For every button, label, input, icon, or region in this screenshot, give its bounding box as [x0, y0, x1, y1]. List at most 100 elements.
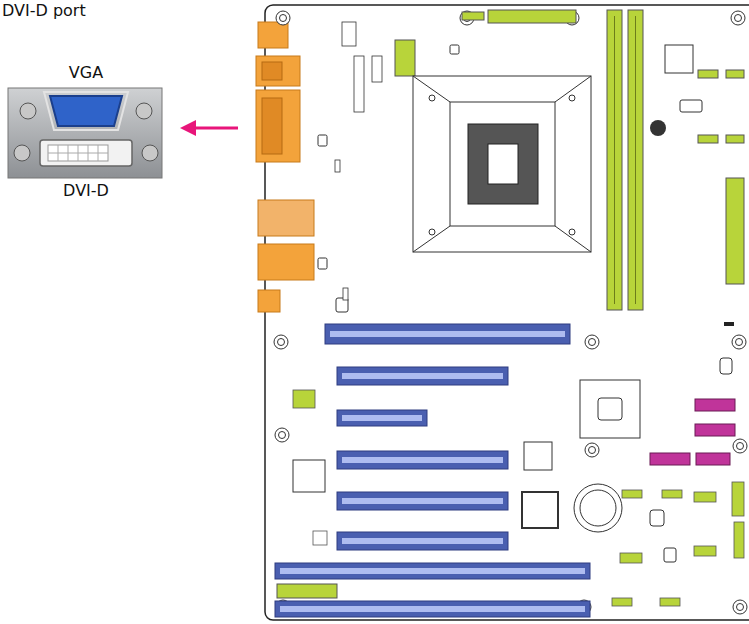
slot-groove	[280, 606, 585, 612]
pcie-x16-slot	[325, 324, 570, 344]
pin-header	[694, 546, 716, 556]
pin-header	[372, 56, 382, 82]
dimm-slot-groove	[614, 16, 615, 304]
io-chip	[665, 45, 693, 73]
sata-port	[696, 453, 730, 465]
dvi-connector	[40, 140, 132, 166]
pin-header	[698, 135, 718, 143]
lan-usb-port	[258, 200, 314, 236]
pcie-slot	[337, 367, 508, 385]
port-photo	[8, 88, 162, 178]
screw	[142, 145, 158, 161]
mount-hole	[280, 15, 287, 22]
lpc-header	[277, 584, 337, 598]
mount-hole	[274, 335, 288, 349]
pin-header	[726, 70, 744, 78]
mount-hole	[275, 428, 289, 442]
slot-groove	[342, 498, 503, 504]
mount-hole	[731, 11, 745, 25]
mount-hole	[585, 443, 599, 457]
section-title: DVI-D port	[2, 2, 86, 20]
dimm-slot	[607, 10, 622, 310]
pin-header	[620, 553, 642, 563]
pin-headers	[293, 390, 744, 606]
pin-header	[354, 56, 364, 112]
port-label: DVI-D	[63, 182, 109, 200]
mount-hole	[589, 447, 596, 454]
photo-panel	[8, 88, 162, 178]
mount-hole	[735, 15, 742, 22]
lan-chip	[524, 442, 552, 470]
dvi-port	[256, 90, 300, 162]
pcie-x1-slot	[337, 410, 427, 426]
battery-inner	[580, 490, 616, 526]
pin-header	[694, 492, 716, 502]
mount-hole	[278, 339, 285, 346]
mount-hole	[733, 439, 747, 453]
component	[450, 45, 459, 54]
pin-header	[726, 178, 744, 284]
dvi-pin-grid	[48, 145, 108, 161]
mount-hole	[276, 11, 290, 25]
mount-hole	[589, 339, 596, 346]
pin-header	[698, 70, 718, 78]
mount-hole	[585, 335, 599, 349]
board-outline	[265, 5, 749, 620]
atx-connector	[488, 10, 576, 23]
dvi-pins	[48, 145, 108, 161]
slot-groove	[342, 415, 422, 421]
arrow-head	[180, 120, 196, 136]
pcie-slot	[337, 492, 508, 510]
vga-port-face	[262, 62, 282, 80]
pin-header	[293, 390, 315, 408]
chipset	[580, 380, 640, 438]
fan-header	[462, 12, 484, 20]
component	[318, 258, 327, 269]
sata-port	[695, 399, 735, 411]
socket-body	[450, 102, 555, 226]
slot-groove	[280, 568, 585, 574]
buzzer	[650, 120, 666, 136]
mount-hole	[733, 600, 747, 614]
pin-header	[662, 490, 682, 498]
slot-groove	[330, 331, 565, 337]
mount-hole	[737, 604, 744, 611]
pci-slot	[275, 601, 590, 617]
pci-slot	[275, 563, 590, 579]
slot-groove	[342, 457, 503, 463]
socket-screw	[569, 95, 575, 101]
pin-header	[612, 598, 632, 606]
dimm-slot-groove	[635, 16, 636, 304]
vga-port	[256, 56, 300, 86]
ps2-port	[258, 22, 288, 48]
screw	[20, 103, 36, 119]
mount-hole	[737, 443, 744, 450]
jumper-group	[335, 22, 382, 300]
component	[720, 358, 732, 374]
port-label: VGA	[69, 64, 103, 82]
pcie-slot	[337, 532, 508, 550]
component	[680, 100, 702, 112]
dimm-slot	[628, 10, 643, 310]
audio-port	[258, 290, 280, 312]
screw	[14, 145, 30, 161]
socket-pins	[468, 124, 538, 204]
pin-header	[726, 135, 744, 143]
bios-chip	[522, 492, 558, 528]
pcie-slot	[337, 451, 508, 469]
power-8pin	[395, 40, 415, 76]
socket-center	[488, 144, 518, 184]
slot-groove	[342, 538, 503, 544]
screw	[136, 103, 152, 119]
slot-groove	[342, 373, 503, 379]
chipset-die	[598, 398, 622, 420]
component	[318, 135, 327, 146]
socket-screw	[429, 229, 435, 235]
mount-hole	[736, 339, 743, 346]
mount-holes	[274, 11, 747, 614]
jumper	[335, 160, 340, 172]
vga-shell	[44, 92, 128, 130]
pin-header	[660, 598, 680, 606]
socket-frame	[413, 76, 591, 252]
